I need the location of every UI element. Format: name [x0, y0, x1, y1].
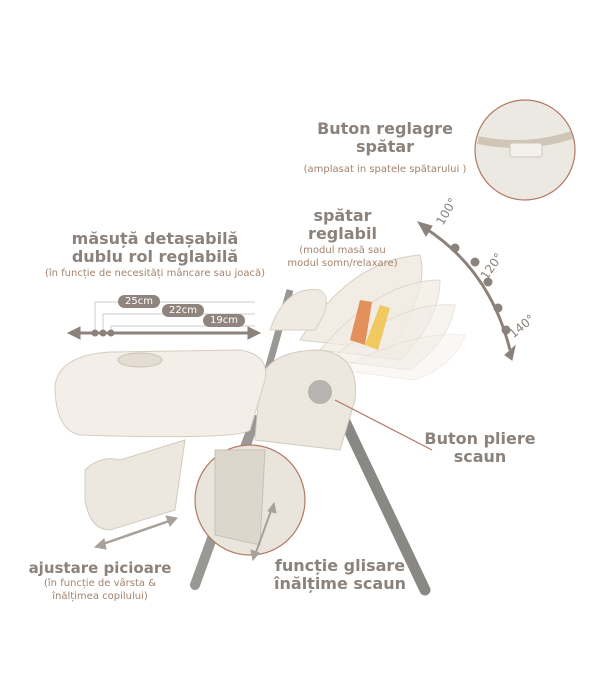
- fold-button-pointer: [334, 399, 433, 451]
- tray-position-25cm: 25cm: [118, 295, 160, 308]
- tray-position-22cm: 22cm: [162, 304, 204, 317]
- tray-position-19cm: 19cm: [203, 314, 245, 327]
- height-arrow: [250, 501, 277, 562]
- height-slide-label: funcție glisare înălțime scaun: [274, 556, 406, 594]
- footrest: [84, 439, 186, 531]
- tray: [54, 349, 267, 438]
- seat-body: [254, 349, 357, 451]
- backrest-label: spătar reglabil (modul masă sau modul so…: [287, 206, 398, 269]
- fold-button-label: Buton pliere scaun: [424, 429, 536, 467]
- footrest-label: ajustare picioare (în funcție de vârsta …: [28, 559, 172, 603]
- footrest-arrow: [93, 515, 178, 550]
- recline-angle-arc: [416, 221, 516, 361]
- backrest-button-label: Buton reglagre spătar (amplasat in spate…: [303, 119, 467, 175]
- tray-label: măsuță detașabilă dublu rol reglabilă (î…: [44, 229, 266, 279]
- fold-button-knob: [308, 380, 332, 404]
